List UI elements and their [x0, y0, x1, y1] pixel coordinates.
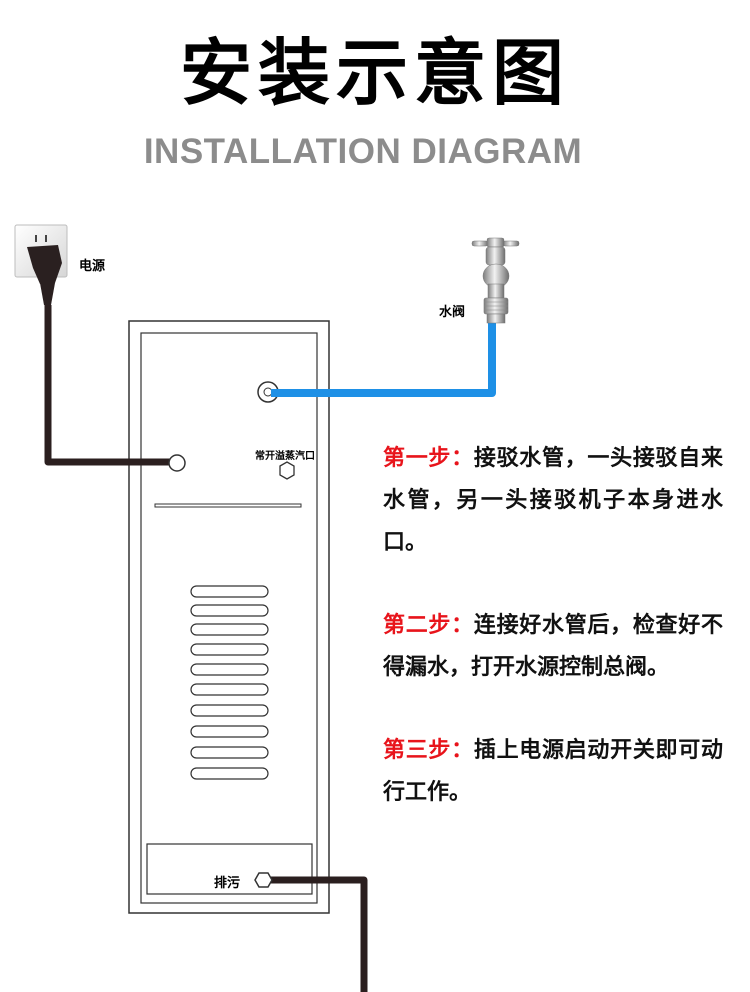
cabinet-outer — [128, 320, 330, 914]
step-2: 第二步：连接好水管后，检查好不得漏水，打开水源控制总阀。 — [383, 605, 723, 689]
step-3: 第三步：插上电源启动开关即可动行工作。 — [383, 730, 723, 814]
vent-grille — [190, 585, 269, 780]
drain-pipe — [264, 876, 368, 992]
power-label: 电源 — [79, 259, 106, 274]
steam-outlet-label: 常开溢蒸汽口 — [255, 451, 315, 462]
step-3-label: 第三步： — [383, 738, 474, 763]
drain-label: 排污 — [214, 876, 241, 891]
page-subtitle: INSTALLATION DIAGRAM — [143, 132, 583, 171]
installation-steps: 第一步：接驳水管，一头接驳自来水管，另一头接驳机子本身进水口。 第二步：连接好水… — [383, 438, 723, 855]
step-2-label: 第二步： — [383, 613, 474, 638]
step-1-text: 接驳水管，一头接驳自来水管，另一头接驳机子本身进水口。 — [383, 446, 723, 555]
step-1-label: 第一步： — [383, 446, 474, 471]
steam-outlet-icon — [279, 461, 295, 480]
top-panel-divider — [154, 503, 302, 508]
bottom-panel — [146, 843, 313, 895]
step-3-text: 插上电源启动开关即可动行工作。 — [383, 738, 723, 805]
step-2-text: 连接好水管后，检查好不得漏水，打开水源控制总阀。 — [383, 613, 723, 680]
water-pipe — [271, 322, 496, 397]
water-valve-label: 水阀 — [439, 305, 466, 320]
power-inlet — [168, 454, 186, 472]
page-title: 安装示意图 — [179, 31, 570, 115]
faucet — [471, 237, 520, 324]
cabinet-inner — [140, 332, 318, 904]
step-1: 第一步：接驳水管，一头接驳自来水管，另一头接驳机子本身进水口。 — [383, 438, 723, 564]
power-cable — [44, 305, 177, 466]
power-plug — [27, 245, 62, 305]
drain-outlet-icon — [254, 872, 273, 888]
